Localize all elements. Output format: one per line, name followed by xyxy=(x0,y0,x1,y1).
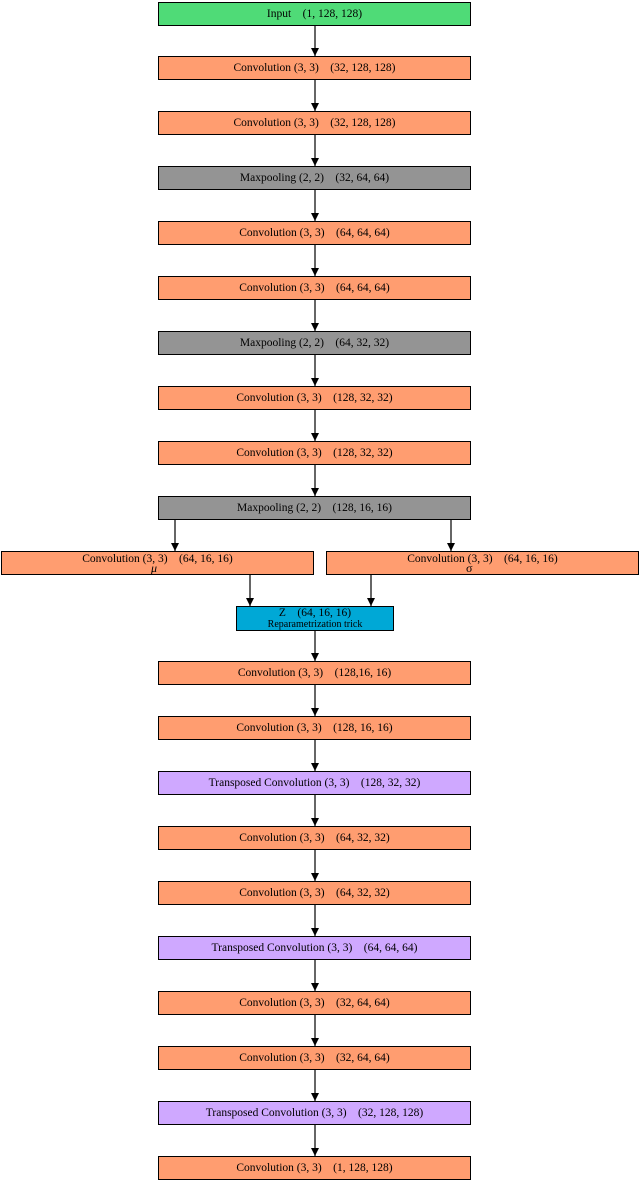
conv-layer-7: Convolution (3, 3) (128,16, 16) xyxy=(158,661,471,685)
conv-layer-12: Convolution (3, 3) (32, 64, 64) xyxy=(158,1046,471,1070)
conv-layer-4: Convolution (3, 3) (64, 64, 64) xyxy=(158,276,471,300)
conv-layer-9: Convolution (3, 3) (64, 32, 32) xyxy=(158,826,471,850)
transposed-conv-layer-2: Transposed Convolution (3, 3) (64, 64, 6… xyxy=(158,936,471,960)
transposed-conv-layer-3: Transposed Convolution (3, 3) (32, 128, … xyxy=(158,1101,471,1125)
conv-layer-10: Convolution (3, 3) (64, 32, 32) xyxy=(158,881,471,905)
conv-sigma-branch: Convolution (3, 3) (64, 16, 16) xyxy=(326,551,639,575)
reparametrization-label: Reparametrization trick xyxy=(267,618,363,630)
latent-z-label: Z (64, 16, 16) xyxy=(278,606,352,619)
conv-layer-3: Convolution (3, 3) (64, 64, 64) xyxy=(158,221,471,245)
output-conv-layer: Convolution (3, 3) (1, 128, 128) xyxy=(158,1156,471,1180)
conv-layer-5: Convolution (3, 3) (128, 32, 32) xyxy=(158,386,471,410)
conv-layer-11: Convolution (3, 3) (32, 64, 64) xyxy=(158,991,471,1015)
transposed-conv-layer-1: Transposed Convolution (3, 3) (128, 32, … xyxy=(158,771,471,795)
conv-mu-branch: Convolution (3, 3) (64, 16, 16) xyxy=(1,551,314,575)
maxpool-layer-2: Maxpooling (2, 2) (64, 32, 32) xyxy=(158,331,471,355)
maxpool-layer-3: Maxpooling (2, 2) (128, 16, 16) xyxy=(158,496,471,520)
input-layer: Input (1, 128, 128) xyxy=(158,2,471,26)
sigma-symbol: σ xyxy=(466,561,473,575)
mu-symbol: μ xyxy=(151,561,158,575)
conv-layer-8: Convolution (3, 3) (128, 16, 16) xyxy=(158,716,471,740)
conv-layer-2: Convolution (3, 3) (32, 128, 128) xyxy=(158,111,471,135)
conv-layer-1: Convolution (3, 3) (32, 128, 128) xyxy=(158,56,471,80)
maxpool-layer-1: Maxpooling (2, 2) (32, 64, 64) xyxy=(158,166,471,190)
latent-z-layer: Z (64, 16, 16) Reparametrization trick xyxy=(236,606,394,631)
conv-layer-6: Convolution (3, 3) (128, 32, 32) xyxy=(158,441,471,465)
